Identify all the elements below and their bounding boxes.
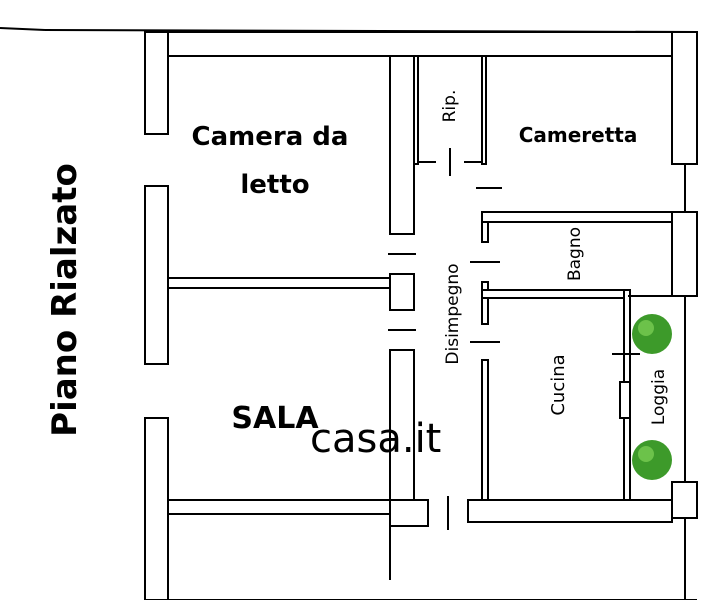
floor-title: Piano Rialzato: [45, 163, 85, 437]
room-loggia: Loggia: [649, 369, 669, 425]
walls: [0, 27, 698, 600]
room-camera-line2: letto: [240, 170, 309, 200]
room-disimpegno: Disimpegno: [443, 263, 463, 364]
room-sala: SALA: [231, 401, 319, 436]
room-cameretta: Cameretta: [519, 123, 638, 147]
room-camera-line1: Camera da: [192, 122, 349, 152]
watermark: casa.it: [310, 416, 441, 462]
room-ripostiglio: Rip.: [440, 90, 460, 123]
plant-icon: [632, 314, 672, 480]
room-cucina: Cucina: [548, 354, 569, 415]
room-bagno: Bagno: [565, 227, 585, 281]
